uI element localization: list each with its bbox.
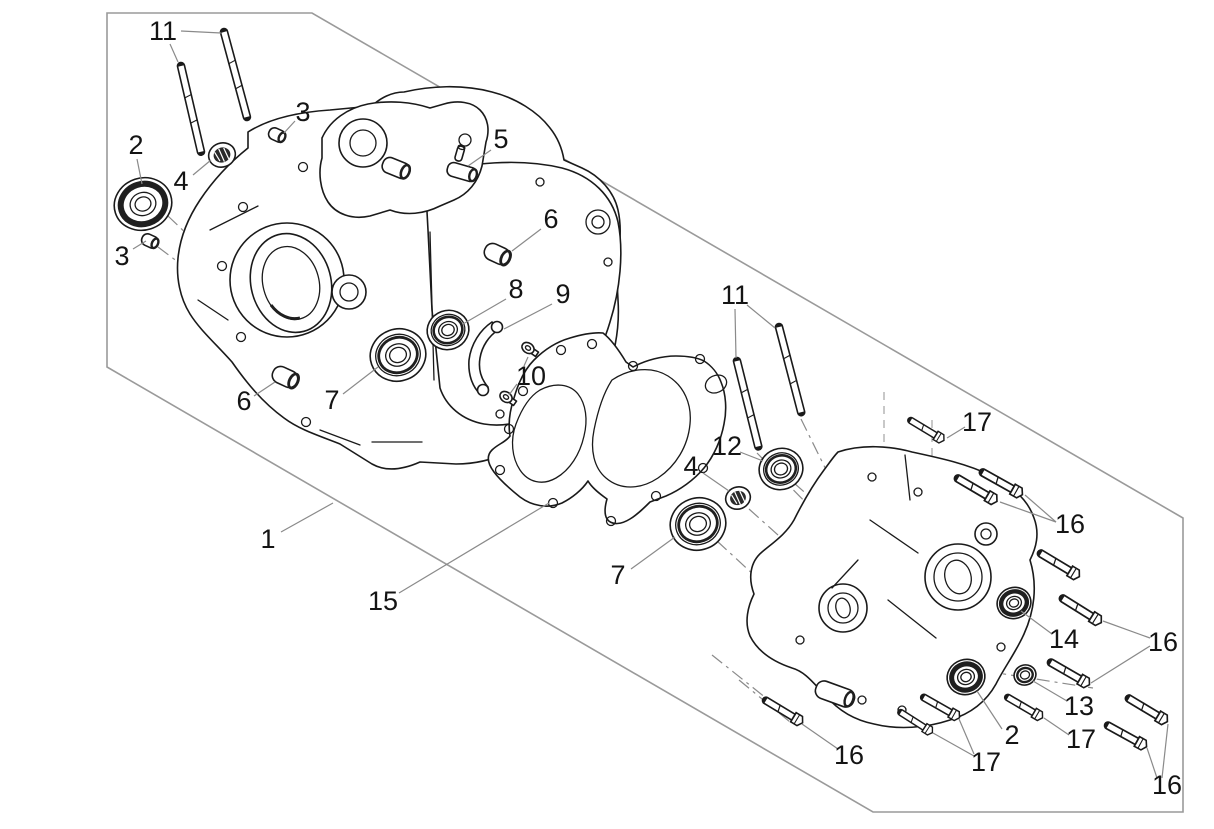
- ball-bearing-7-left: [369, 327, 427, 383]
- callout-label-6: 6: [543, 204, 558, 234]
- stud-bolt-11-d: [775, 326, 805, 413]
- needle-bearing-4-left: [207, 142, 237, 168]
- callout-label-16: 16: [1148, 627, 1178, 657]
- callout-label-16: 16: [834, 740, 864, 770]
- callout-label-10: 10: [516, 361, 546, 391]
- ball-bearing-12: [758, 447, 804, 491]
- callout-label-3: 3: [295, 97, 310, 127]
- right-crankcase-half: [746, 445, 1038, 729]
- callout-label-7: 7: [324, 385, 339, 415]
- callout-label-14: 14: [1049, 624, 1079, 654]
- callout-label-3: 3: [114, 241, 129, 271]
- callout-label-11: 11: [721, 280, 749, 310]
- oil-seal-2-right: [946, 658, 986, 696]
- ball-bearing-7-right: [669, 496, 727, 552]
- callout-label-8: 8: [508, 274, 523, 304]
- crankcase-gasket: [487, 332, 728, 527]
- bushing-3-left: [140, 232, 160, 250]
- retainer-screw-10-a: [521, 341, 540, 358]
- callout-label-16: 16: [1152, 770, 1182, 800]
- callout-label-15: 15: [368, 586, 398, 616]
- ball-bearing-8: [426, 309, 470, 351]
- callout-label-5: 5: [493, 124, 508, 154]
- washer-13: [1013, 664, 1037, 686]
- callout-label-16: 16: [1055, 509, 1085, 539]
- frame-border: [106, 12, 1184, 813]
- callout-label-4: 4: [173, 166, 188, 196]
- callout-label-17: 17: [962, 407, 992, 437]
- callout-label-11: 11: [149, 16, 177, 46]
- oil-seal-2-left: [113, 176, 173, 232]
- callout-label-2: 2: [1004, 720, 1019, 750]
- callout-label-13: 13: [1064, 691, 1094, 721]
- callout-label-17: 17: [971, 747, 1001, 777]
- retainer-screw-10-b: [499, 390, 518, 407]
- needle-bearing-4-right: [724, 486, 752, 510]
- callout-label-1: 1: [260, 524, 275, 554]
- leader-lines: [132, 30, 1169, 779]
- bearing-retainer-plate-9: [468, 320, 504, 397]
- callout-label-7: 7: [610, 560, 625, 590]
- stud-bolt-11-a: [177, 65, 205, 153]
- breather-fitting-5: [446, 144, 479, 183]
- callout-label-6: 6: [236, 386, 251, 416]
- callout-label-4: 4: [683, 451, 698, 481]
- stud-bolt-11-b: [220, 31, 251, 118]
- callout-label-2: 2: [128, 130, 143, 160]
- bushing-6-bottom: [271, 365, 300, 390]
- oil-seal-14: [996, 586, 1032, 620]
- callout-label-17: 17: [1066, 724, 1096, 754]
- callout-label-9: 9: [555, 279, 570, 309]
- callout-label-12: 12: [712, 431, 742, 461]
- bushing-6-top: [483, 242, 512, 267]
